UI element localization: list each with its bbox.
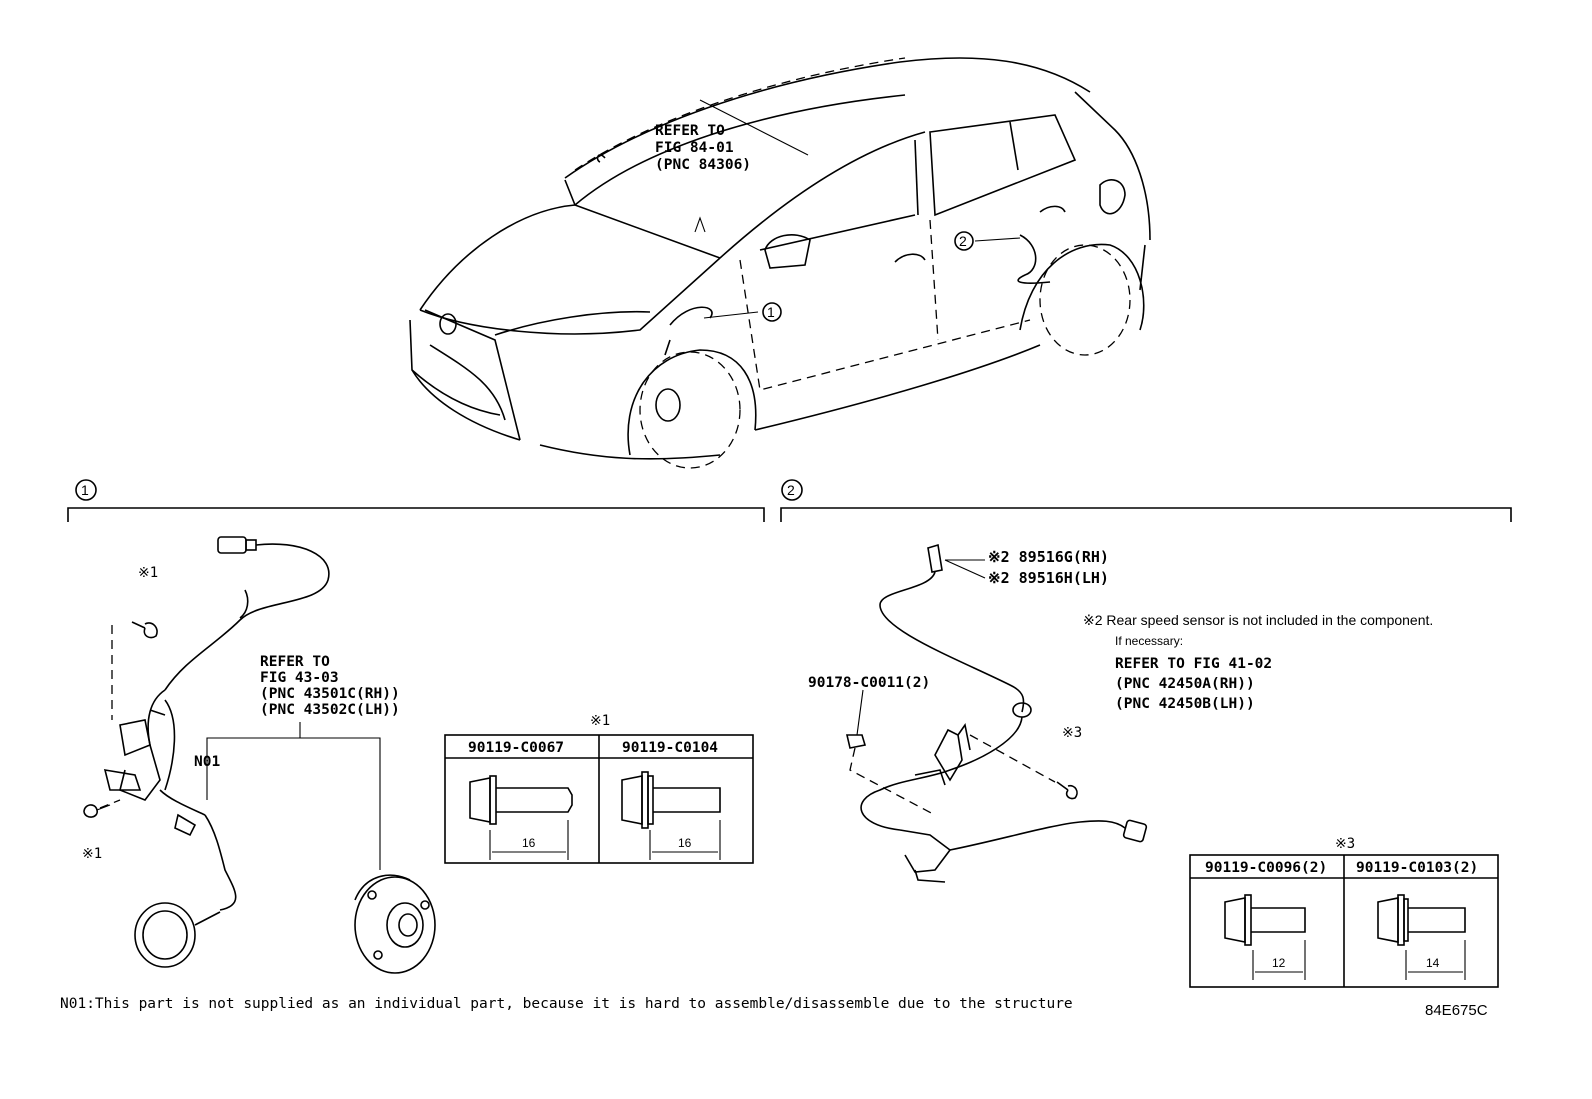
- section-circle-2: [781, 479, 803, 501]
- front-refer-text: REFER TO: [260, 654, 330, 670]
- footnote-n01: N01:This part is not supplied as an indi…: [60, 996, 1073, 1012]
- rear-nut-label: 90178-C0011(2): [808, 675, 930, 691]
- section-bracket-1: [67, 507, 765, 522]
- figure-code: 84E675C: [1425, 1002, 1488, 1019]
- front-table-dim1: 16: [522, 836, 536, 850]
- rear-part-lh: ※2 89516H(LH): [988, 569, 1109, 587]
- front-table-col2: 90119-C0104: [622, 740, 718, 756]
- front-table-col1: 90119-C0067: [468, 740, 564, 756]
- front-bolt-mark-top: ※1: [138, 565, 158, 581]
- rear-table-dim1: 12: [1272, 956, 1286, 970]
- callout-circle-2-car: [954, 231, 974, 251]
- rear-refer-fig: REFER TO FIG 41-02: [1115, 656, 1272, 672]
- rear-bolt-table: ※3 90119-C0096(2) 90119-C0103(2) 12 14: [1189, 836, 1499, 988]
- rear-part-rh: ※2 89516G(RH): [988, 548, 1109, 566]
- rear-table-dim2: 14: [1426, 956, 1440, 970]
- rear-note-if-necessary: If necessary:: [1115, 634, 1183, 648]
- car-refer-pnc: (PNC 84306): [655, 157, 751, 173]
- front-sensor-illustration: [83, 536, 436, 974]
- rear-sensor-illustration: [845, 543, 1148, 883]
- front-refer-pnc-rh: (PNC 43501C(RH)): [260, 686, 400, 702]
- rear-table-col2: 90119-C0103(2): [1356, 860, 1478, 876]
- rear-refer-pnc-rh: (PNC 42450A(RH)): [1115, 676, 1255, 692]
- rear-bolt-mark: ※3: [1062, 725, 1082, 741]
- section-bracket-2: [780, 507, 1512, 522]
- section-label-1: 1: [81, 482, 89, 498]
- front-table-dim2: 16: [678, 836, 692, 850]
- callout-label-2-car: 2: [959, 233, 967, 249]
- front-table-mark: ※1: [590, 713, 610, 729]
- callout-circle-1-car: [762, 302, 782, 322]
- n01-label: N01: [194, 754, 220, 770]
- callout-label-1-car: 1: [767, 304, 775, 320]
- rear-table-mark: ※3: [1335, 836, 1355, 852]
- section-circle-1: [75, 479, 97, 501]
- front-bolt-mark-bottom: ※1: [82, 846, 102, 862]
- front-bolt-table: ※1 90119-C0067 90119-C0104 16 16: [444, 713, 754, 864]
- rear-refer-pnc-lh: (PNC 42450B(LH)): [1115, 696, 1255, 712]
- rear-note: ※2 Rear speed sensor is not included in …: [1083, 612, 1433, 628]
- front-refer-pnc-lh: (PNC 43502C(LH)): [260, 702, 400, 718]
- front-refer-fig: FIG 43-03: [260, 670, 339, 686]
- car-refer-fig: FIG 84-01: [655, 140, 734, 156]
- car-illustration: [409, 57, 1151, 469]
- car-refer-text: REFER TO: [655, 123, 725, 139]
- rear-table-col1: 90119-C0096(2): [1205, 860, 1327, 876]
- section-label-2: 2: [787, 482, 795, 498]
